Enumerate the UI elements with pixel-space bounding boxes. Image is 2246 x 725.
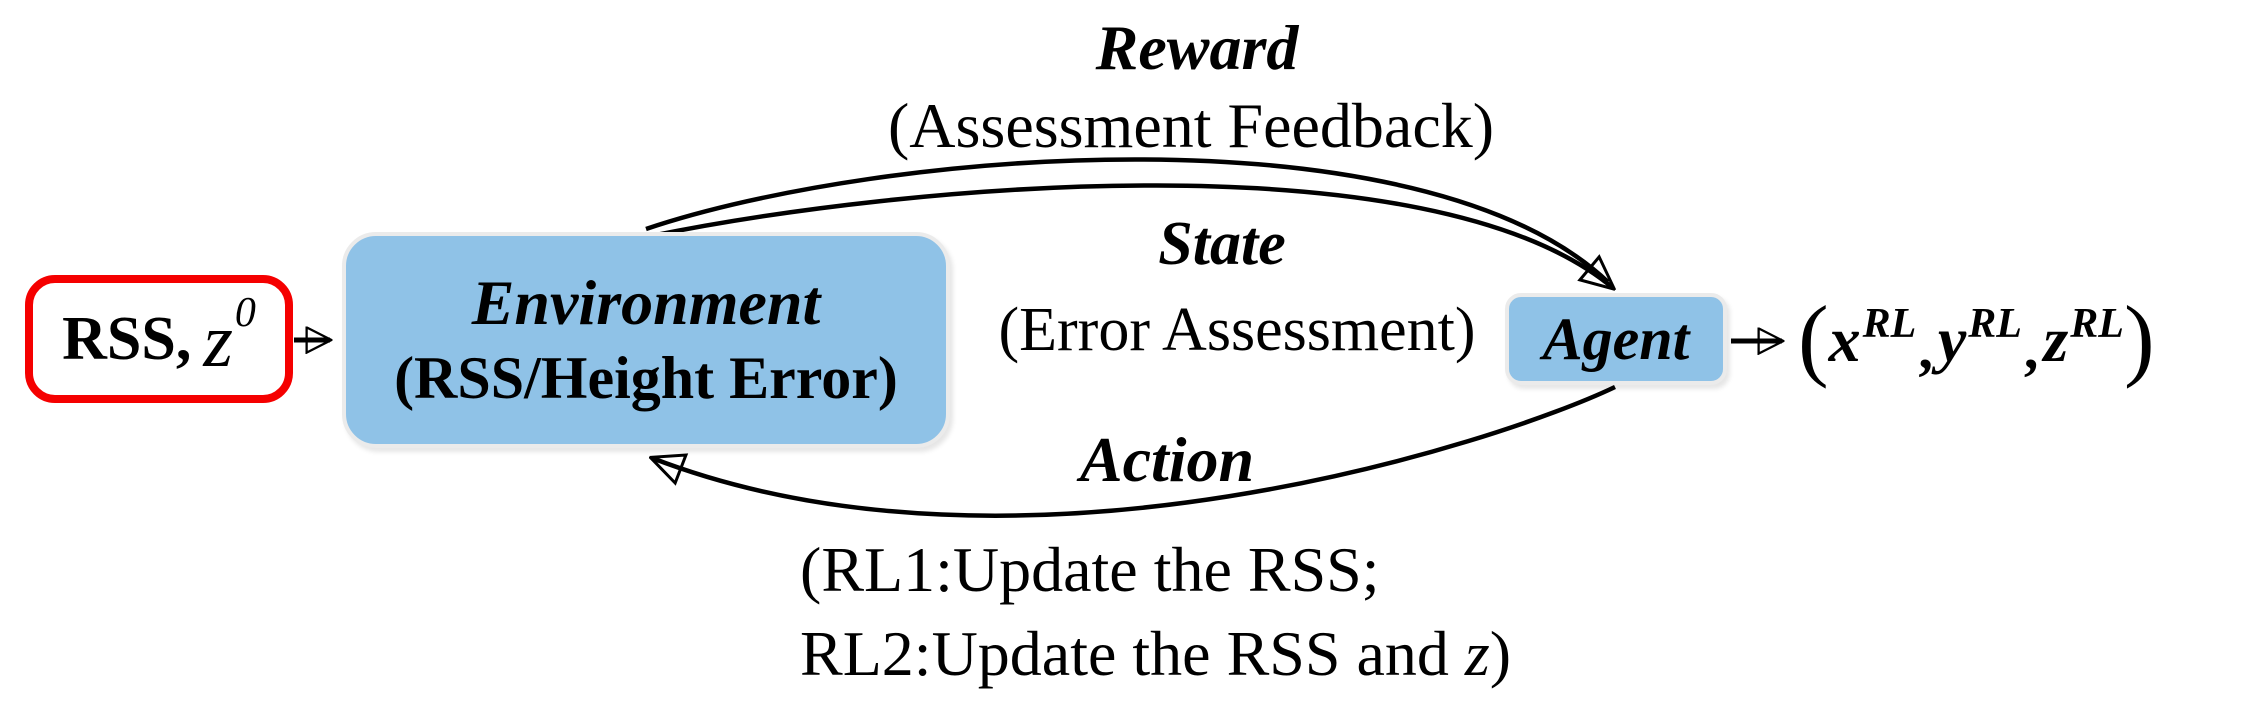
action-note-line1: (RL1:Update the RSS; — [800, 534, 1380, 605]
reward-curve — [645, 157, 1610, 284]
formula-term-y-base: y — [1937, 304, 1967, 375]
reward-sublabel: (Assessment Feedback) — [887, 90, 1495, 161]
input-variable: z — [203, 298, 233, 383]
state-curve — [650, 183, 1613, 288]
formula-term-x: xRL — [1828, 301, 1917, 377]
agent-title: Agent — [1542, 305, 1690, 372]
formula-term-y: yRL — [1937, 301, 2022, 377]
formula-close-paren: ) — [2123, 287, 2155, 389]
formula-open-paren: ( — [1798, 287, 1829, 389]
formula-term-z-base: z — [2043, 304, 2069, 375]
action-note-line2-variable: z — [1464, 618, 1490, 689]
state-label: State — [1158, 210, 1286, 278]
reward-label: Reward — [1095, 12, 1299, 83]
formula-term-x-superscript: RL — [1862, 301, 1917, 347]
environment-subtitle: (RSS/Height Error) — [394, 345, 898, 411]
formula-separator: , — [1918, 315, 1933, 381]
input-variable-superscript: 0 — [234, 290, 256, 336]
environment-box: Environment (RSS/Height Error) — [342, 232, 950, 448]
action-note-line2-suffix: ) — [1489, 618, 1512, 689]
agent-box: Agent — [1505, 293, 1727, 385]
formula-term-z-superscript: RL — [2070, 301, 2124, 347]
action-note-line2-prefix: RL2:Update the RSS and — [800, 618, 1465, 689]
action-curve — [652, 384, 1616, 518]
action-label: Action — [1079, 424, 1255, 495]
formula-term-y-superscript: RL — [1968, 301, 2022, 347]
action-note: (RL1:Update the RSS; RL2:Update the RSS … — [800, 528, 1511, 696]
output-coordinates: ( xRL , yRL , zRL ) — [1798, 292, 2155, 388]
action-note-line2: RL2:Update the RSS and z) — [800, 612, 1511, 696]
formula-term-x-base: x — [1828, 304, 1861, 375]
formula-term-z: zRL — [2043, 301, 2124, 377]
state-sublabel: (Error Assessment) — [998, 296, 1476, 364]
environment-title: Environment — [471, 267, 821, 338]
formula-separator: , — [2023, 315, 2039, 381]
input-label: RSS, — [62, 304, 192, 373]
